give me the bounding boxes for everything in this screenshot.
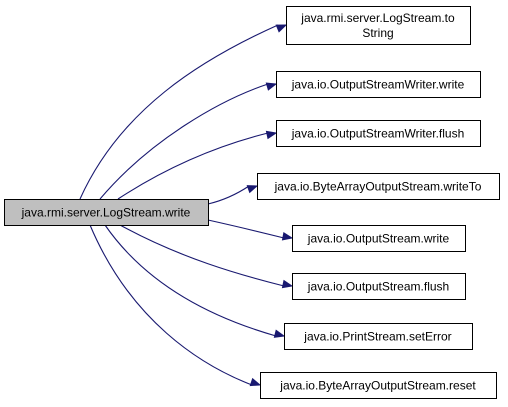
call-edge-arrowhead-5 — [281, 231, 294, 241]
node-callee-3[interactable]: java.io.OutputStreamWriter.flush — [276, 120, 481, 147]
node-callee-label: java.io.OutputStream.write — [307, 232, 450, 246]
node-callee-6[interactable]: java.io.OutputStream.flush — [292, 273, 466, 300]
node-root[interactable]: java.rmi.server.LogStream.write — [4, 199, 209, 226]
node-callee-label: java.io.PrintStream.setError — [303, 330, 451, 344]
node-callee-7[interactable]: java.io.PrintStream.setError — [284, 323, 473, 350]
call-edge-arrowhead-3 — [265, 130, 278, 140]
node-callee-label: java.io.OutputStream.flush — [307, 280, 449, 294]
node-callee-box — [276, 120, 481, 147]
node-callee-label: java.io.OutputStreamWriter.flush — [291, 127, 465, 141]
node-callee-box — [276, 71, 481, 98]
call-edge-6 — [119, 224, 285, 287]
call-edge-arrowhead-6 — [281, 279, 294, 289]
node-callee-label: String — [362, 26, 393, 40]
node-callee-label: java.io.ByteArrayOutputStream.reset — [279, 379, 476, 393]
call-edge-arrowhead-4 — [246, 185, 259, 194]
node-callee-8[interactable]: java.io.ByteArrayOutputStream.reset — [260, 372, 497, 399]
node-callee-box — [286, 6, 471, 45]
call-edges — [79, 24, 294, 387]
node-callee-4[interactable]: java.io.ByteArrayOutputStream.writeTo — [257, 173, 500, 200]
call-edge-arrowhead-2 — [265, 82, 278, 91]
node-callee-box — [292, 273, 466, 300]
call-edge-5 — [207, 219, 285, 239]
call-edge-arrowhead-1 — [275, 24, 288, 33]
call-nodes: java.rmi.server.LogStream.write java.rmi.… — [4, 6, 500, 399]
node-callee-5[interactable]: java.io.OutputStream.write — [292, 225, 466, 252]
node-callee-box — [284, 323, 473, 350]
call-edge-2 — [99, 83, 269, 200]
node-root-label: java.rmi.server.LogStream.write — [21, 206, 191, 220]
node-callee-box — [257, 173, 500, 200]
call-edge-arrowhead-7 — [273, 329, 286, 338]
node-callee-box — [292, 225, 466, 252]
call-edge-4 — [207, 185, 250, 205]
node-root-box — [4, 199, 209, 226]
node-callee-label: java.io.ByteArrayOutputStream.writeTo — [274, 180, 482, 194]
node-callee-label: java.rmi.server.LogStream.to — [300, 11, 455, 25]
call-edge-8 — [89, 224, 253, 386]
call-edge-3 — [117, 132, 269, 200]
call-edge-1 — [79, 24, 279, 200]
call-edge-arrowhead-8 — [249, 377, 262, 387]
node-callee-box — [260, 372, 497, 399]
node-callee-label: java.io.OutputStreamWriter.write — [291, 78, 465, 92]
call-edge-7 — [104, 224, 277, 337]
node-callee-2[interactable]: java.io.OutputStreamWriter.write — [276, 71, 481, 98]
